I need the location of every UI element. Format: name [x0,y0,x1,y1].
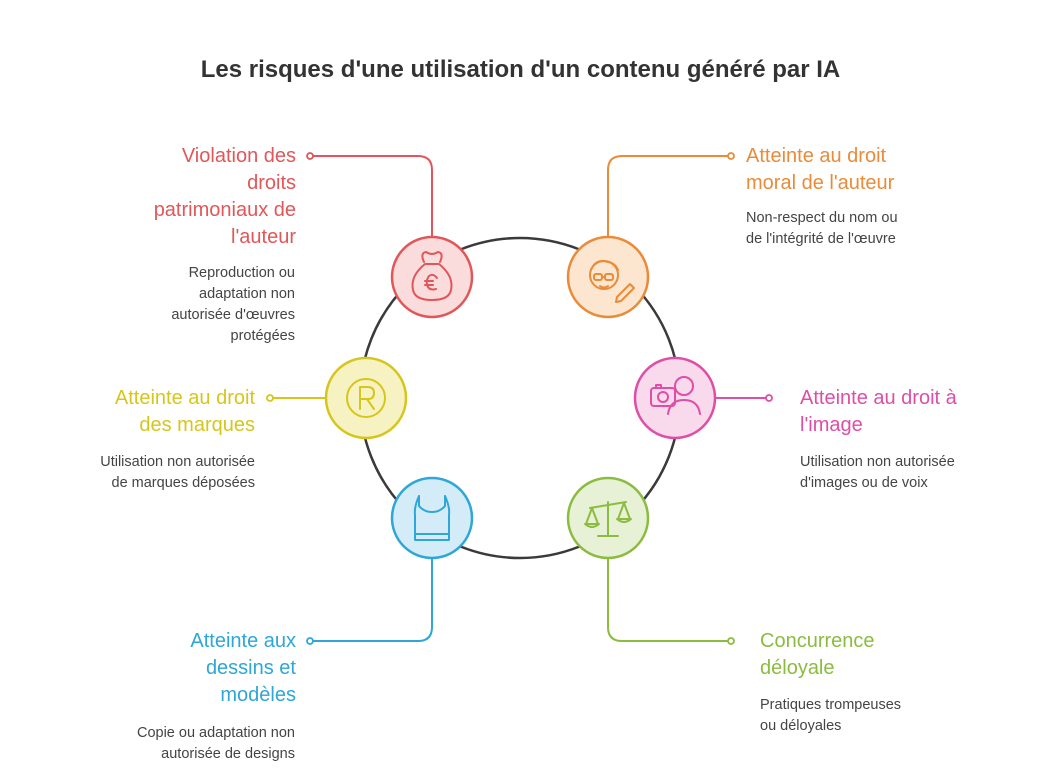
connector-end-concurrence [727,637,735,645]
label-patrimoniaux: Violation des droits patrimoniaux de l'a… [153,145,296,248]
node-patrimoniaux [390,235,474,319]
connector-moral [607,155,728,237]
money-bag-euro-icon [411,251,453,301]
page-title: Les risques d'une utilisation d'un conte… [200,56,841,83]
label-concurrence: Concurrence déloyale [760,630,875,679]
connector-end-dessins [306,637,314,645]
description-concurrence: Pratiques trompeuses ou déloyales [760,697,902,734]
label-dessins: Atteinte aux dessins et modèles [190,630,296,706]
description-dessins: Copie ou adaptation non autorisée de des… [136,725,295,762]
node-dessins [390,476,474,560]
description-moral: Non-respect du nom ou de l'intégrité de … [746,210,898,247]
description-marques: Utilisation non autorisée de marques dép… [100,454,255,491]
connector-dessins [313,558,433,642]
balance-scale-icon [584,501,632,537]
description-patrimoniaux: Reproduction ou adaptation non autorisée… [171,265,295,344]
connector-end-marques [266,394,274,402]
tank-top-icon [413,495,451,541]
connector-end-patrimoniaux [306,152,314,160]
node-concurrence [566,476,650,560]
connector-end-image [765,394,773,402]
connector-concurrence [607,558,728,642]
description-image: Utilisation non autorisée d'images ou de… [800,454,955,491]
node-marques [324,356,408,440]
author-with-pen-icon [589,260,635,303]
connector-end-moral [727,152,735,160]
registered-trademark-icon [346,378,386,418]
connector-patrimoniaux [313,155,433,237]
label-moral: Atteinte au droit moral de l'auteur [746,145,895,194]
person-with-camera-icon [650,376,701,415]
label-image: Atteinte au droit à l'image [800,387,957,436]
node-image [633,356,717,440]
node-moral [566,235,650,319]
label-marques: Atteinte au droit des marques [114,387,255,436]
